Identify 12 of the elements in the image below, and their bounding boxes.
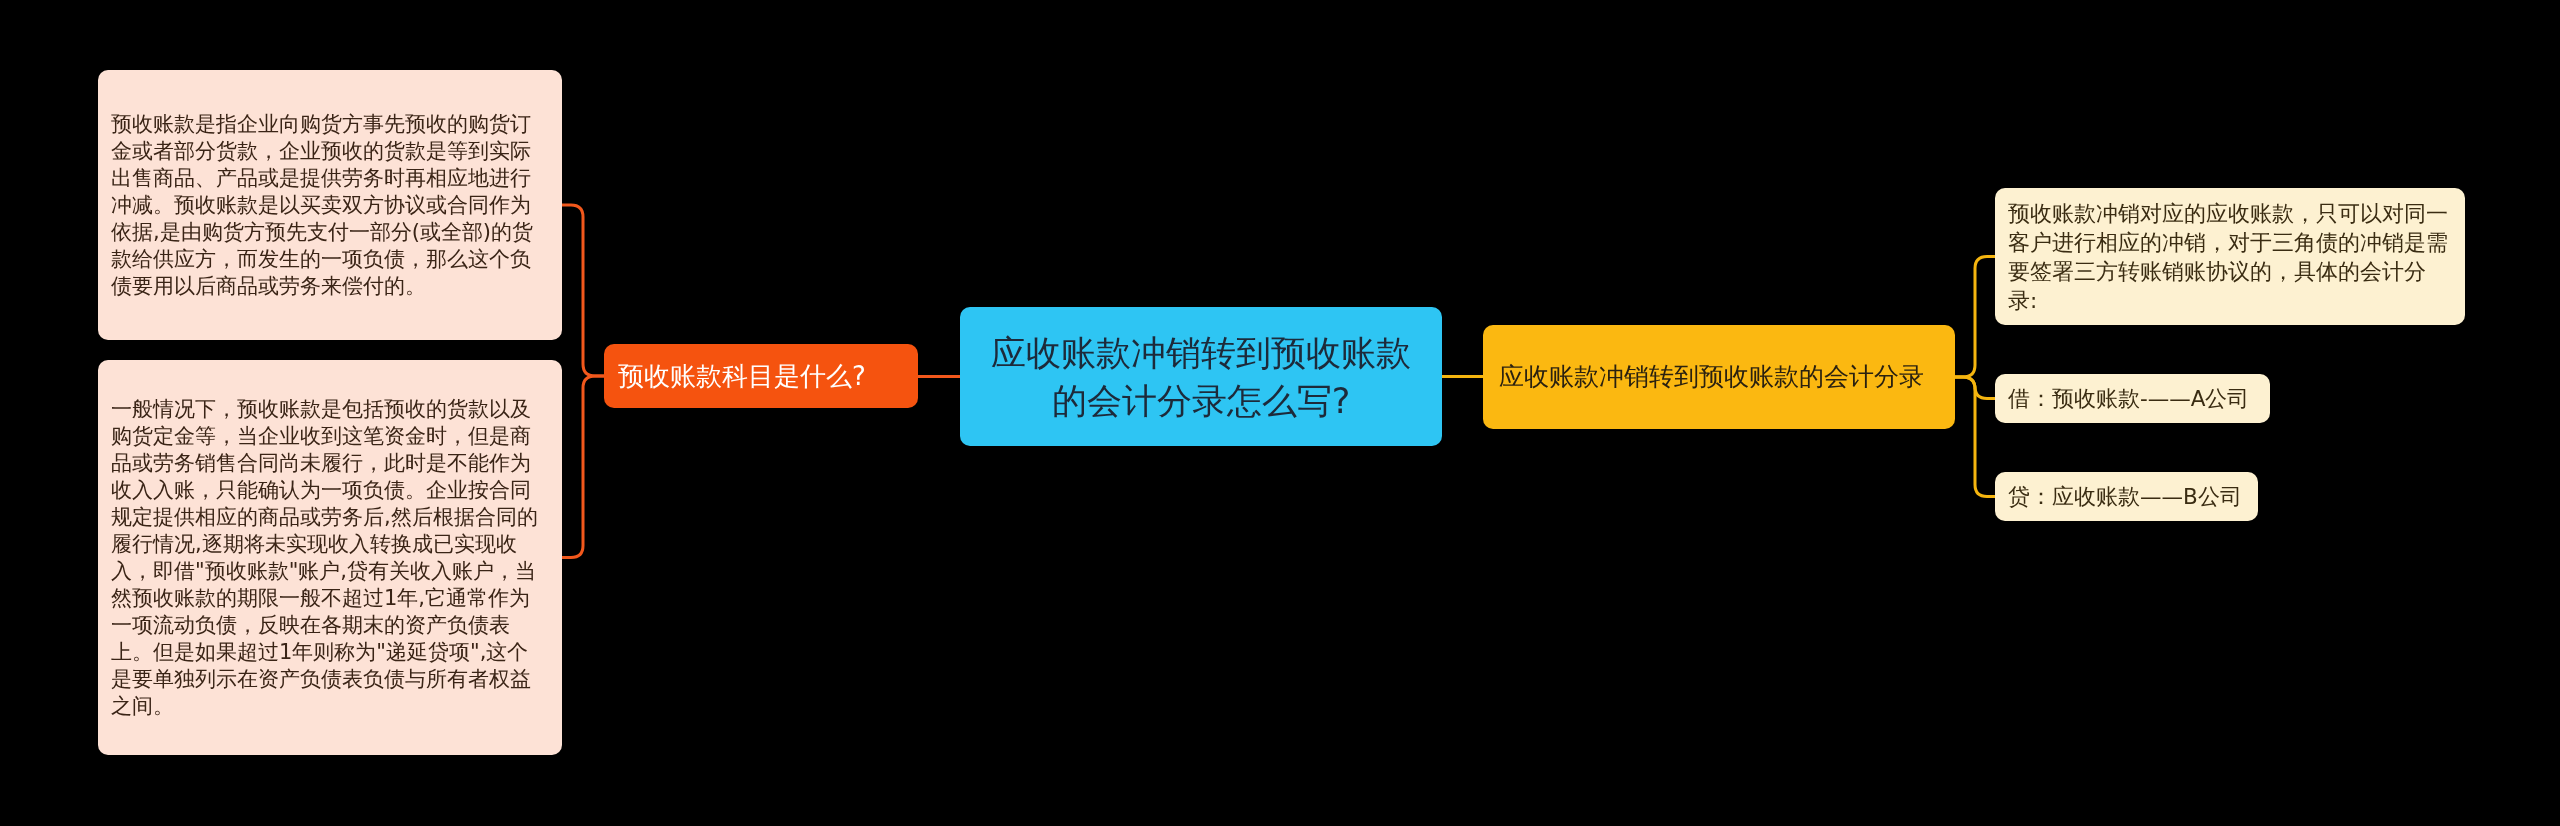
connector-line [1955,375,1995,498]
subtopic-box: 预收账款冲销对应的应收账款，只可以对同一客户进行相应的冲销，对于三角债的冲销是需要签署三方转账销账协议的，具体的会计分录: [1995,188,2465,325]
branch-topic: 应收账款冲销转到预收账款的会计分录 [1483,325,1955,429]
connector-line [1442,375,1483,378]
branch-topic: 预收账款科目是什么? [604,344,918,408]
subtopic-box: 贷：应收账款——B公司 [1995,472,2258,521]
note-box: 一般情况下，预收账款是包括预收的货款以及购货定金等，当企业收到这笔资金时，但是商品或劳务销售合同尚未履行，此时是不能作为收入入账，只能确认为一项负债。企业按合同规定提供相应的商品或劳务后,然后根据合同的履行情况,逐期将未实现收入转换成已实现收入，即借"预收账款"账户,贷有关收入账户，当然预收账款的期限一般不超过1年,它通常作为一项流动负债，反映在各期末的资产负债表上。但是如果超过1年则称为"递延贷项",这个是要单独列示在资产负债表负债与所有者权益之间。 [98,360,562,755]
central-topic: 应收账款冲销转到预收账款的会计分录怎么写? [960,307,1442,446]
note-box: 预收账款是指企业向购货方事先预收的购货订金或者部分货款，企业预收的货款是等到实际出售商品、产品或是提供劳务时再相应地进行冲减。预收账款是以买卖双方协议或合同作为依据,是由购货方预先支付一部分(或全部)的货款给供应方，而发生的一项负债，那么这个负债要用以后商品或劳务来偿付的。 [98,70,562,340]
connector-line [918,375,960,378]
subtopic-box: 借：预收账款-——A公司 [1995,374,2270,423]
connector-line [562,374,604,559]
